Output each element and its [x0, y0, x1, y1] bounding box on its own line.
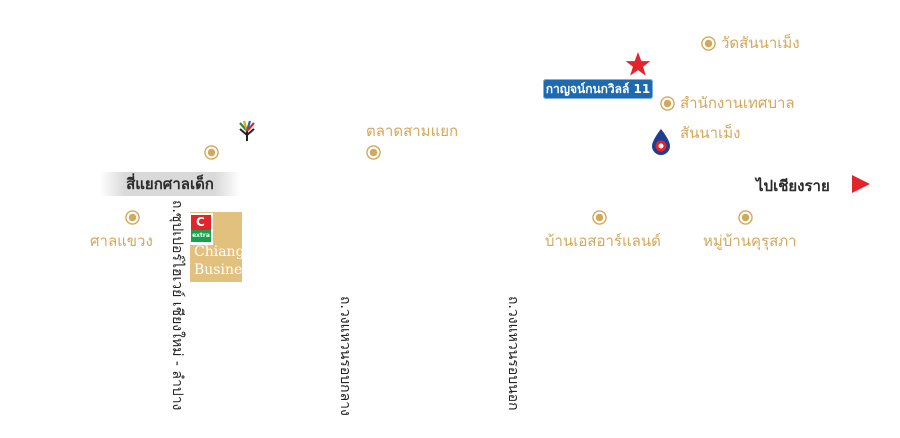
- place-pin-icon[interactable]: [366, 145, 381, 160]
- place-pin-icon[interactable]: [204, 145, 219, 160]
- place-label-san-na-meng: สันนาเม็ง: [680, 124, 741, 142]
- place-pin-icon[interactable]: [738, 210, 753, 225]
- gas-station-icon[interactable]: [650, 128, 672, 156]
- big-c-extra-text: extra: [191, 230, 211, 242]
- junction-label[interactable]: สี่แยกศาลเด็ก: [100, 172, 240, 196]
- place-pin-icon[interactable]: [125, 210, 140, 225]
- cbi-line2: Business: [194, 262, 242, 278]
- place-label-sr-land: บ้านเอสอาร์แลนด์: [545, 232, 661, 250]
- place-pin-icon[interactable]: [592, 210, 607, 225]
- road-label-superhighway: ถ.ซุปเปอร์ไฮเวย์ เชียงใหม่ - ลำปาง: [169, 200, 185, 411]
- project-label[interactable]: กาญจน์กนกวิลล์ 11: [543, 79, 653, 99]
- place-label-municipal-office: สำนักงานเทศบาล: [680, 94, 795, 112]
- place-label-district-court: ศาลแขวง: [90, 232, 153, 250]
- big-c-extra-logo[interactable]: C extra: [189, 213, 213, 245]
- place-pin-icon[interactable]: [701, 36, 716, 51]
- place-pin-icon[interactable]: [660, 96, 675, 111]
- landmark-logo-icon[interactable]: [236, 119, 258, 143]
- road-label-outer-ring: ถ.วงแหวนรอบนอก: [505, 296, 521, 411]
- road-label-middle-ring: ถ.วงแหวนรอบกลาง: [337, 296, 353, 416]
- direction-arrow-icon: [852, 175, 870, 193]
- place-label-wat-san-na-meng: วัดสันนาเม็ง: [721, 34, 800, 52]
- place-label-khurusapha: หมู่บ้านคุรุสภา: [703, 232, 797, 250]
- direction-label: ไปเชียงราย: [756, 177, 830, 195]
- cbi-line1: Chiang Mai: [194, 244, 242, 260]
- junction-name: สี่แยกศาลเด็ก: [126, 175, 214, 193]
- big-c-letter: C: [196, 215, 205, 229]
- place-label-market-sam-yaek: ตลาดสามแยก: [366, 122, 459, 140]
- project-star-icon: [625, 52, 651, 76]
- project-name: กาญจน์กนกวิลล์ 11: [545, 81, 651, 96]
- big-c-top: [191, 215, 211, 230]
